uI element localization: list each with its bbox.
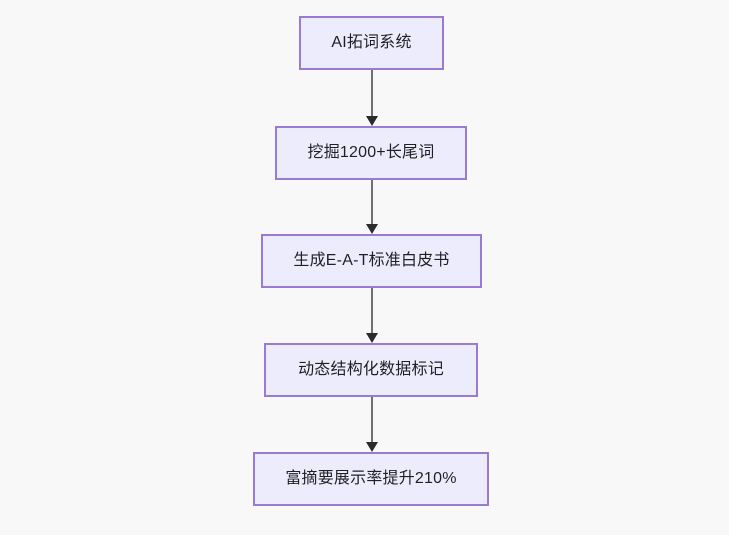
flow-node-rich-snippet-impression-lift[interactable]: 富摘要展示率提升210% <box>253 452 489 506</box>
flow-node-label: 生成E-A-T标准白皮书 <box>293 252 450 270</box>
edge-node3-node4 <box>366 288 378 343</box>
flow-node-label: 动态结构化数据标记 <box>298 361 444 379</box>
flow-node-mine-longtail-keywords[interactable]: 挖掘1200+长尾词 <box>275 126 467 180</box>
flow-node-generate-eat-whitepaper[interactable]: 生成E-A-T标准白皮书 <box>261 234 482 288</box>
flow-node-label: AI拓词系统 <box>331 34 412 52</box>
arrowhead-icon <box>366 442 378 452</box>
edge-node1-node2 <box>366 70 378 126</box>
arrowhead-icon <box>366 224 378 234</box>
edge-node2-node3 <box>366 180 378 234</box>
arrowhead-icon <box>366 116 378 126</box>
edge-node4-node5 <box>366 397 378 452</box>
flow-node-label: 富摘要展示率提升210% <box>285 470 457 488</box>
flow-node-dynamic-structured-data-markup[interactable]: 动态结构化数据标记 <box>264 343 478 397</box>
arrowhead-icon <box>366 333 378 343</box>
flow-node-ai-keyword-system[interactable]: AI拓词系统 <box>299 16 444 70</box>
flow-node-label: 挖掘1200+长尾词 <box>307 144 435 162</box>
